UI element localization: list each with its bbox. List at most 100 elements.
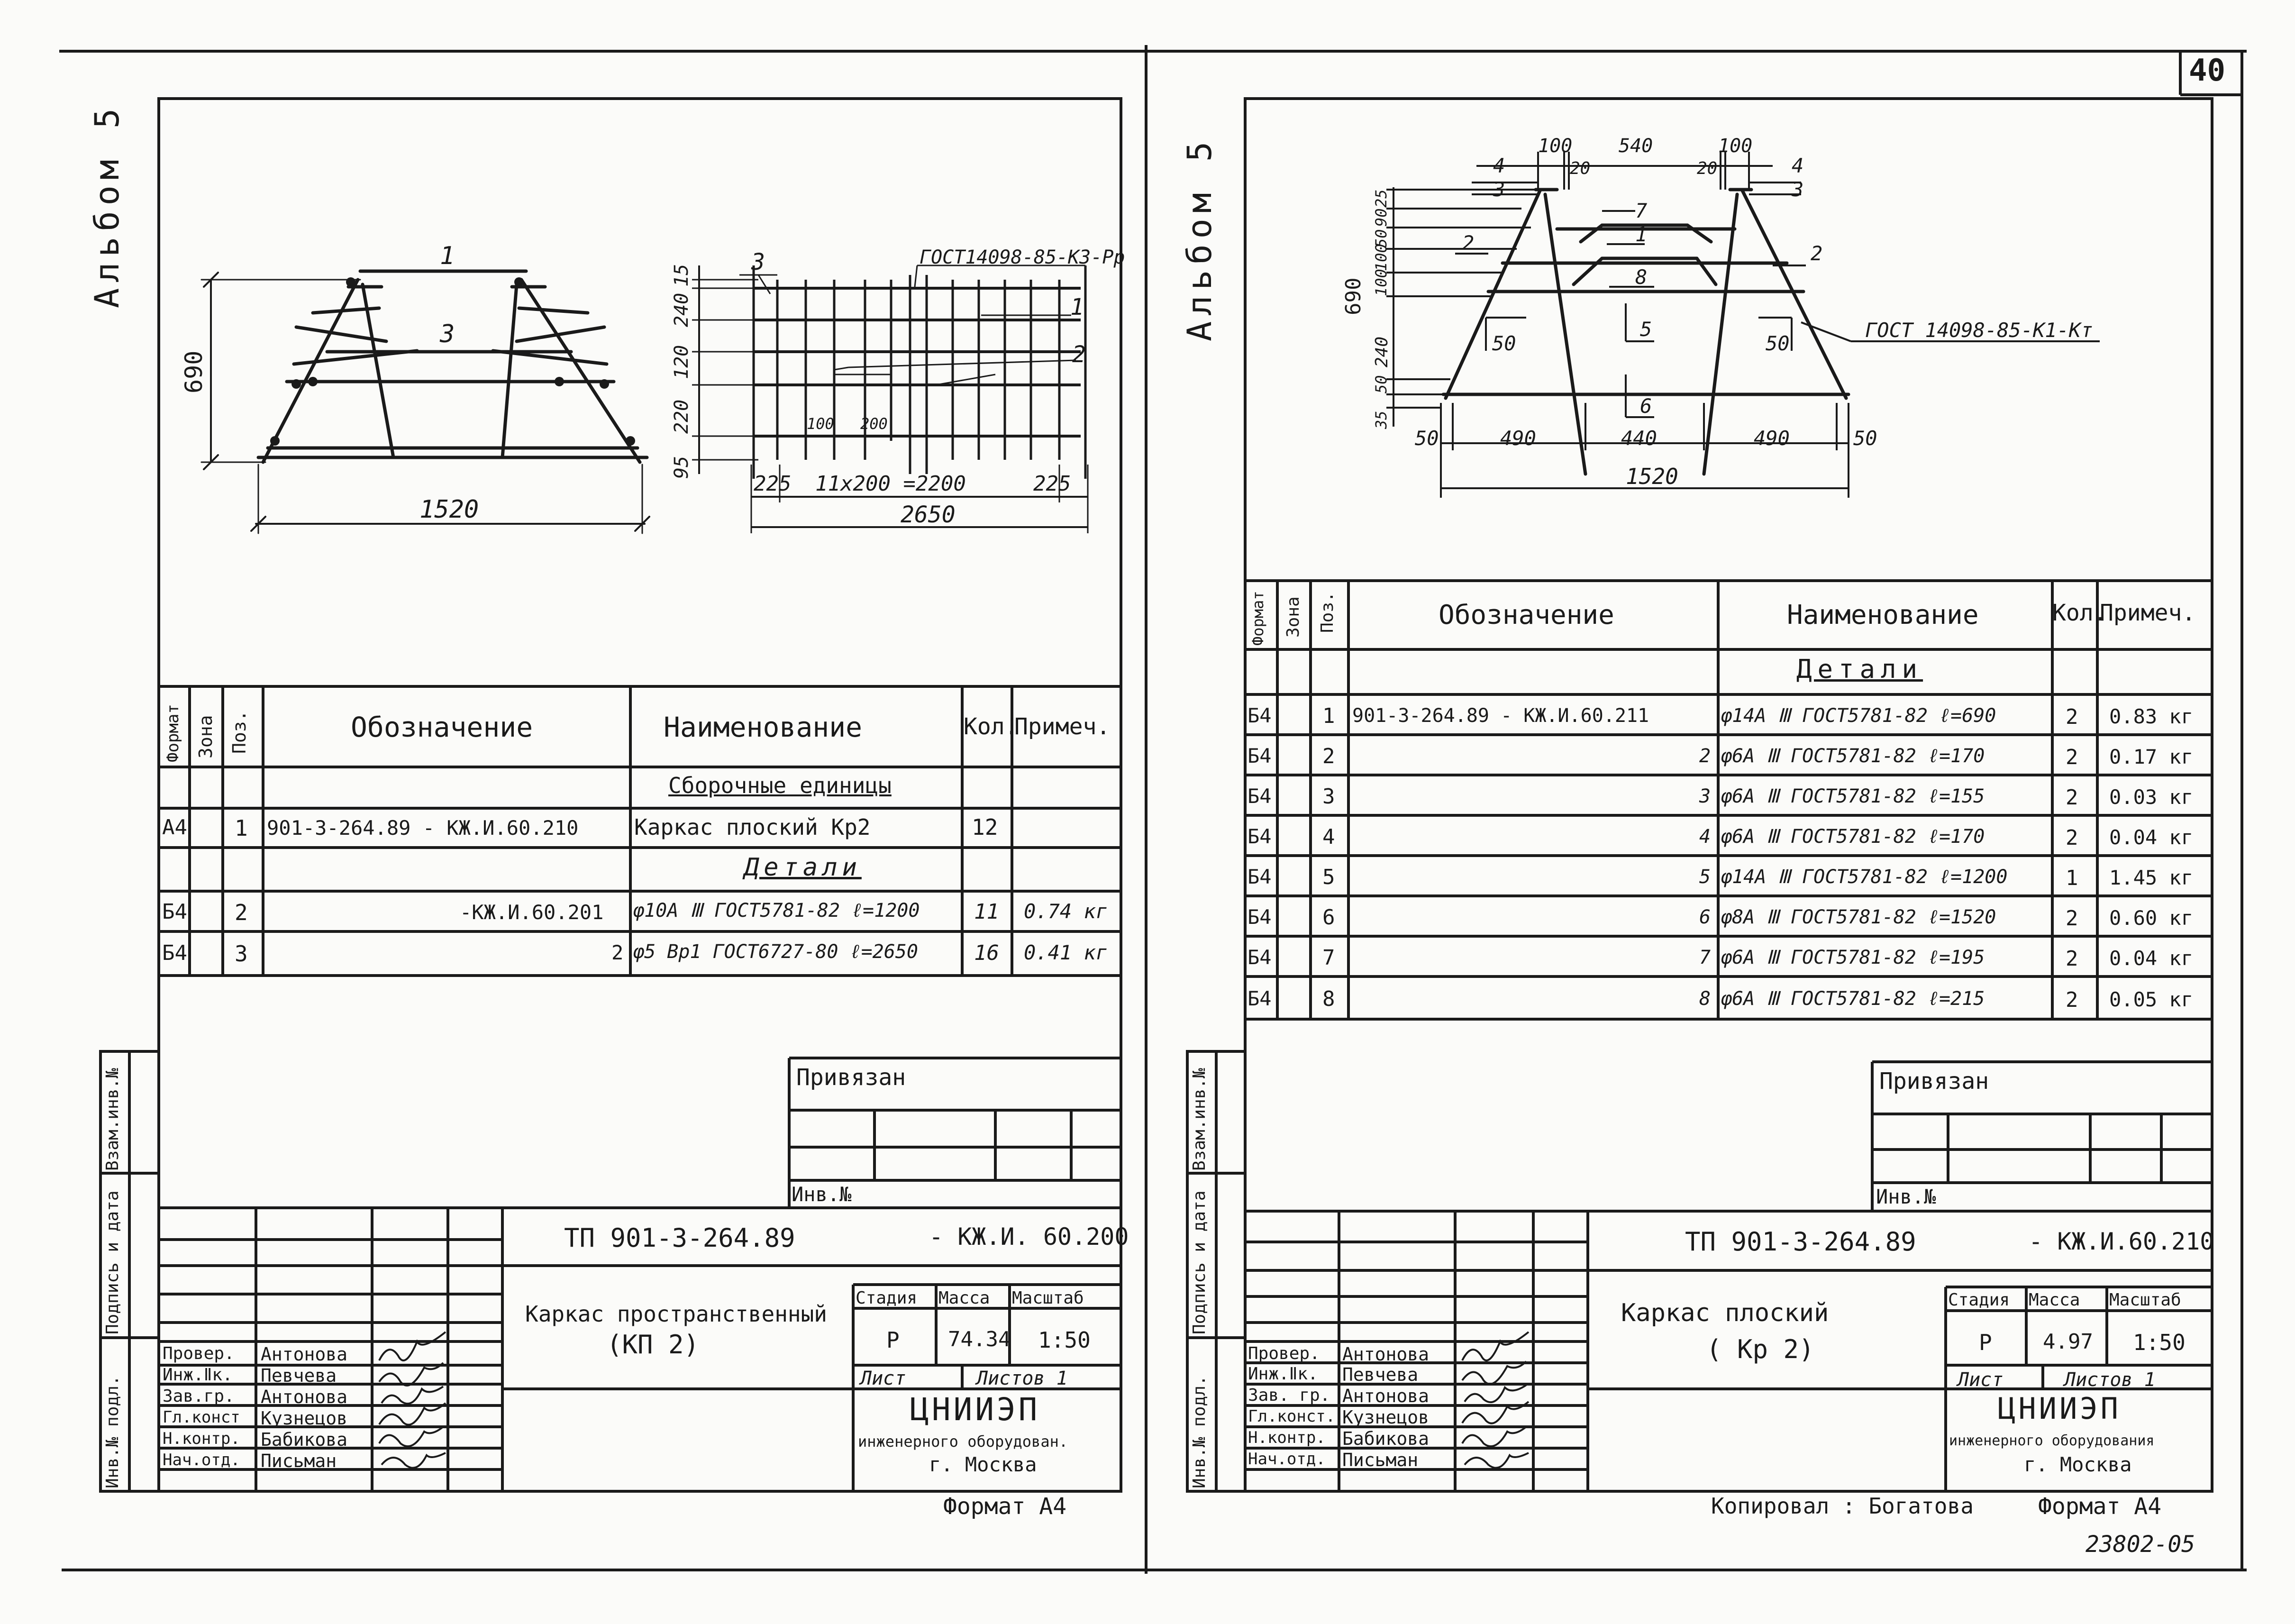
left-spec-row-name: Каркас плоский Кр2 <box>634 814 871 840</box>
right-spec-row-designation: 2 <box>1699 745 1711 767</box>
page-number: 40 <box>2189 53 2226 88</box>
right-name-2: Антонова <box>1342 1386 1430 1406</box>
right-spec-row-note: 0.03 кг <box>2109 785 2194 809</box>
right-spec-row-pos: 5 <box>1322 865 1335 889</box>
right-org-name: ЦНИИЭП <box>1998 1391 2121 1426</box>
right-spec-row-note: 0.60 кг <box>2109 906 2194 930</box>
right-spec-row-pos: 3 <box>1322 785 1335 809</box>
right-label-6: 6 <box>1640 394 1652 418</box>
right-top-dim-20a: 20 <box>1570 159 1591 178</box>
left-scale-value: 1:50 <box>1038 1327 1091 1353</box>
left-dim-1520: 1520 <box>419 495 479 524</box>
left-role-3: Гл.конст <box>163 1408 240 1427</box>
left-stage-value: Р <box>886 1327 900 1353</box>
left-role-1: Инж.Ⅱк. <box>163 1365 233 1385</box>
right-role-4: Н.контр. <box>1248 1428 1326 1447</box>
right-label-50a: 50 <box>1492 332 1516 355</box>
left-spec-h-name: Наименование <box>664 711 863 743</box>
left-sheet-header: Лист <box>860 1368 906 1389</box>
left-title-line2: (КП 2) <box>607 1330 700 1359</box>
left-spec-row-qty: 11 <box>974 900 999 924</box>
left-role-4: Н.контр. <box>163 1429 240 1448</box>
left-plan-label-3: 3 <box>751 249 765 275</box>
left-mass-value: 74.34 <box>948 1327 1011 1351</box>
right-stage-value: Р <box>1979 1330 1992 1355</box>
right-org-line2: инженерного оборудования <box>1949 1432 2155 1449</box>
right-scale-value: 1:50 <box>2133 1330 2186 1355</box>
right-bottom-dim-490b: 490 <box>1754 427 1790 450</box>
right-spec-row-format: Б4 <box>1248 744 1272 767</box>
right-bottom-dim-440: 440 <box>1621 427 1657 450</box>
right-gost-callout: ГОСТ 14098-85-К1-Кт <box>1865 319 2093 342</box>
right-role-5: Нач.отд. <box>1248 1450 1326 1469</box>
right-spec-row-format: Б4 <box>1248 946 1272 969</box>
right-bottom-dim-1520: 1520 <box>1626 464 1678 489</box>
left-spec-row-note: 0.41 кг <box>1024 941 1108 964</box>
left-spec-h-qty: Кол. <box>964 713 1019 740</box>
right-spec-row-qty: 2 <box>2066 947 2078 971</box>
left-role-5: Нач.отд. <box>163 1451 240 1469</box>
left-spec-row-designation: 2 <box>611 941 624 964</box>
left-name-0: Антонова <box>261 1344 348 1365</box>
left-name-1: Певчева <box>261 1365 337 1386</box>
left-name-5: Письман <box>261 1451 337 1471</box>
right-spec-row-qty: 2 <box>2066 826 2078 850</box>
left-plan-label-1: 1 <box>1070 294 1084 320</box>
left-plan-dim-225b: 225 <box>1033 472 1071 496</box>
right-top-dim-540: 540 <box>1619 135 1653 157</box>
right-label-2a: 2 <box>1462 231 1475 255</box>
left-spec-row-pos: 1 <box>235 815 248 841</box>
right-spec-row-pos: 6 <box>1322 905 1335 930</box>
left-stage-header: Стадия <box>856 1288 918 1308</box>
right-spec-row-format: Б4 <box>1248 905 1272 929</box>
right-spec-row-note: 0.05 кг <box>2109 988 2194 1011</box>
right-label-2b: 2 <box>1811 242 1823 265</box>
right-copied-by: Копировал : Богатова <box>1711 1493 1974 1519</box>
left-spec-row-pos: 3 <box>235 941 248 967</box>
left-gost-callout: ГОСТ14098-85-К3-Рр <box>920 246 1125 268</box>
left-plan-label-2: 2 <box>1072 341 1086 368</box>
left-spec-row-format: Б4 <box>162 900 187 924</box>
right-bottom-dim-50b: 50 <box>1853 427 1877 450</box>
left-sheets-header: Листов 1 <box>976 1368 1068 1389</box>
right-spec-section-details: Детали <box>1796 654 1923 684</box>
right-role-1: Инж.Ⅱк. <box>1248 1364 1318 1384</box>
left-doc-number: ТП 901-3-264.89 <box>564 1223 795 1253</box>
right-spec-row-qty: 2 <box>2066 988 2078 1012</box>
bottom-code: 23802-05 <box>2086 1531 2195 1558</box>
right-label-1: 1 <box>1635 223 1648 246</box>
left-role-2: Зав.гр. <box>163 1387 235 1406</box>
right-inv-no: Инв.№ <box>1876 1185 1936 1208</box>
right-label-50b: 50 <box>1766 332 1790 355</box>
left-title-line1: Каркас пространственный <box>525 1301 827 1327</box>
left-plan-dim-225a: 225 <box>754 472 792 496</box>
right-spec-row-name: φ6А Ⅲ ГОСТ5781-82 ℓ=195 <box>1721 947 1985 968</box>
right-sheets-header: Листов 1 <box>2064 1369 2156 1391</box>
right-spec-row-name: φ6А Ⅲ ГОСТ5781-82 ℓ=215 <box>1721 988 1985 1010</box>
left-plan-dim-200: 200 <box>860 415 888 433</box>
left-spec-row-note: 0.74 кг <box>1024 900 1108 923</box>
right-spec-row-note: 0.17 кг <box>2109 745 2194 768</box>
right-spec-row-note: 0.04 кг <box>2109 947 2194 970</box>
right-spec-row-qty: 2 <box>2066 705 2078 729</box>
right-doc-suffix: - КЖ.И.60.210 <box>2029 1228 2214 1255</box>
right-spec-row-format: Б4 <box>1248 704 1272 727</box>
right-spec-h-note: Примеч. <box>2100 600 2196 626</box>
left-spec-section-assembly: Сборочные единицы <box>668 773 892 798</box>
right-top-dim-20b: 20 <box>1697 159 1718 178</box>
right-label-5: 5 <box>1640 318 1652 341</box>
right-spec-row-designation: 3 <box>1699 785 1711 807</box>
right-spec-row-format: Б4 <box>1248 825 1272 848</box>
left-spec-row-designation: 901-3-264.89 - КЖ.И.60.210 <box>267 816 579 839</box>
left-spec-row-qty: 16 <box>974 941 999 965</box>
left-privyazan: Привязан <box>796 1064 906 1091</box>
right-spec-row-pos: 4 <box>1322 825 1335 849</box>
right-spec-row-designation: 7 <box>1699 947 1711 968</box>
